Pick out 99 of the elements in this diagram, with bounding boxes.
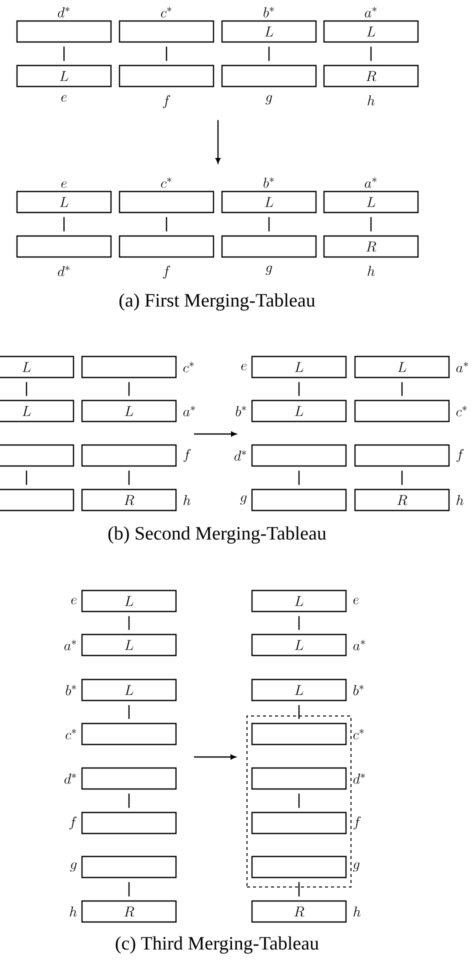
- connector-line: [268, 217, 270, 232]
- side-label: $g$: [266, 266, 272, 275]
- tableau-box: $L$: [323, 20, 419, 43]
- side-label: $a^*$: [364, 6, 376, 18]
- side-label: $f$: [456, 448, 464, 462]
- side-label: $c^*$: [66, 728, 76, 740]
- side-label: $c^*$: [161, 177, 172, 188]
- side-label: $d^*$: [58, 6, 70, 18]
- connector-line: [268, 46, 270, 61]
- tableau-box: $L$: [323, 190, 419, 214]
- side-label: $b^*$: [236, 406, 246, 416]
- tableau-box: [0, 444, 74, 467]
- side-label: $d^*$: [64, 773, 76, 784]
- connector-line: [128, 382, 130, 396]
- connector-line: [370, 217, 372, 232]
- tableau-box: $R$: [81, 488, 177, 512]
- tableau-box: $L$: [251, 678, 347, 702]
- connector-line: [298, 616, 300, 630]
- side-label: $h$: [368, 95, 375, 106]
- tableau-box: $L$: [16, 190, 112, 214]
- side-label: $e$: [71, 598, 77, 604]
- tableau-box: $R$: [354, 488, 450, 512]
- tableau-box: $L$: [354, 356, 450, 378]
- side-label: $c^*$: [161, 6, 172, 18]
- tableau-box: [0, 488, 74, 512]
- connector-line: [298, 882, 300, 896]
- connector-line: [63, 46, 65, 61]
- side-label: $b^*$: [353, 684, 364, 696]
- tableau-box: $L$: [81, 634, 177, 656]
- connector-line: [298, 794, 300, 808]
- connector-line: [128, 616, 130, 630]
- tableau-box: $L$: [0, 356, 74, 378]
- side-label: $f$: [163, 95, 170, 108]
- tableau-box: $R$: [251, 900, 347, 923]
- side-label: $e$: [61, 181, 67, 188]
- side-label: $h$: [70, 906, 77, 917]
- arrow: [194, 754, 236, 760]
- side-label: $e$: [61, 95, 67, 102]
- connector-line: [63, 217, 65, 232]
- side-label: $e$: [353, 598, 359, 604]
- side-label: $a^*$: [64, 640, 76, 650]
- tableau-box: $R$: [81, 900, 177, 923]
- side-label: $f$: [184, 448, 191, 462]
- side-label: $b^*$: [66, 684, 76, 696]
- connector-line: [298, 705, 300, 719]
- side-label: $h$: [368, 266, 375, 276]
- tableau-box: $L$: [251, 590, 347, 612]
- side-label: $g$: [240, 495, 247, 505]
- connector-line: [26, 470, 28, 485]
- connector-line: [128, 705, 130, 719]
- side-label: $a^*$: [183, 406, 195, 416]
- side-label: $h$: [184, 495, 190, 506]
- tableau-box: $R$: [323, 64, 419, 88]
- tableau-box: $L$: [221, 190, 317, 214]
- tableau-box: $L$: [221, 20, 317, 43]
- connector-line: [128, 882, 130, 896]
- side-label: $g$: [70, 862, 77, 872]
- side-label: $f$: [163, 266, 170, 279]
- side-label: $a^*$: [364, 177, 376, 188]
- side-label: $c^*$: [456, 406, 467, 416]
- side-label: $c^*$: [183, 362, 194, 372]
- connector-line: [298, 382, 300, 396]
- dashed-group-frame: [246, 716, 352, 888]
- side-label: $h$: [354, 906, 360, 917]
- connector-line: [128, 470, 130, 485]
- connector-line: [370, 46, 372, 61]
- connector-line: [401, 382, 403, 396]
- side-label: $b^*$: [264, 6, 274, 18]
- side-label: $d^*$: [58, 266, 70, 276]
- side-label: $d^*$: [353, 773, 365, 784]
- caption: (b) Second Merging-Tableau: [108, 526, 326, 544]
- side-label: $f$: [354, 816, 361, 830]
- caption: (a) First Merging-Tableau: [119, 293, 316, 311]
- side-label: $a^*$: [353, 640, 365, 650]
- tableau-box: $L$: [251, 356, 347, 378]
- side-label: $d^*$: [234, 450, 246, 461]
- tableau-box: $L$: [251, 634, 347, 656]
- connector-line: [166, 217, 168, 232]
- side-label: $e$: [241, 364, 247, 370]
- side-label: $b^*$: [264, 177, 274, 188]
- connector-line: [128, 794, 130, 808]
- side-label: $f$: [69, 816, 77, 830]
- tableau-box: $L$: [251, 400, 347, 422]
- tableau-box: $L$: [81, 678, 177, 702]
- connector-line: [166, 46, 168, 61]
- tableau-box: $R$: [323, 235, 419, 258]
- side-label: $c^*$: [353, 728, 364, 740]
- tableau-box: $L$: [81, 590, 177, 612]
- side-label: $h$: [456, 495, 464, 506]
- side-label: $g$: [266, 95, 272, 104]
- side-label: $a^*$: [456, 362, 468, 372]
- tableau-box: $L$: [16, 64, 112, 88]
- connector-line: [298, 470, 300, 485]
- connector-line: [401, 470, 403, 485]
- tableau-box: $L$: [0, 400, 74, 422]
- side-label: $g$: [353, 862, 360, 872]
- caption: (c) Third Merging-Tableau: [116, 936, 319, 954]
- connector-line: [26, 382, 28, 396]
- tableau-box: $L$: [81, 400, 177, 422]
